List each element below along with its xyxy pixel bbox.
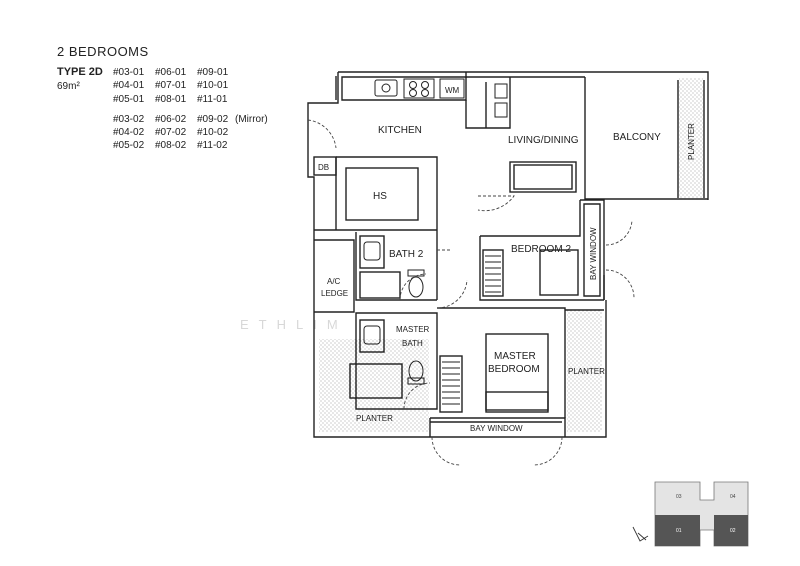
master-bed — [485, 333, 549, 413]
wardrobe-master — [439, 355, 463, 413]
washing-machine — [439, 78, 465, 99]
label-bath2: BATH 2 — [389, 249, 424, 260]
balcony-wall — [584, 77, 708, 200]
unit-row-mirror: #03-02#06-02#09-02(Mirror) — [113, 113, 268, 125]
label-ac-ledge-1: A/C — [327, 277, 341, 286]
unit-row: #05-01#08-01#11-01 — [113, 93, 228, 105]
key-plan-label-03: 03 — [676, 494, 682, 500]
planter-right-fill — [567, 310, 602, 432]
wall-top — [338, 71, 709, 200]
door-swing-entrance — [307, 119, 337, 149]
unit-row-mirror: #05-02#08-02#11-02 — [113, 140, 228, 152]
unit-row: #04-01#07-01#10-01 — [113, 80, 229, 92]
key-plan-label-02: 02 — [730, 528, 736, 534]
planter-bottom-fill — [319, 339, 429, 432]
unit-row: #03-01#06-01#09-01 — [113, 67, 229, 78]
label-kitchen: KITCHEN — [378, 125, 422, 136]
label-db: DB — [318, 163, 329, 172]
key-plan-label-01: 01 — [676, 528, 682, 534]
north-arrow-icon — [632, 526, 649, 542]
label-hs: HS — [373, 191, 387, 202]
watermark: ETHLIM — [240, 317, 348, 332]
mirror-label: (Mirror) — [235, 113, 268, 125]
wardrobe-bed2 — [539, 249, 579, 296]
label-wm: WM — [445, 86, 460, 95]
label-master-bedroom-2: BEDROOM — [488, 364, 540, 375]
label-master-bedroom-1: MASTER — [494, 351, 536, 362]
key-plan: 03 04 01 02 — [632, 481, 749, 547]
label-master-bath-2: BATH — [402, 339, 423, 348]
unit-number-list: #03-01#06-01#09-01 #04-01#07-01#10-01 #0… — [113, 66, 268, 153]
wardrobe-bed2-left — [482, 249, 504, 297]
unit-row-mirror: #04-02#07-02#10-02 — [113, 127, 229, 139]
hs-inner — [345, 167, 419, 221]
label-planter-bottom: PLANTER — [356, 414, 393, 423]
label-living-dining: LIVING/DINING — [508, 135, 579, 146]
label-ac-ledge-2: LEDGE — [321, 289, 348, 298]
label-bay-window-bottom: BAY WINDOW — [470, 424, 523, 433]
kitchen-sink — [374, 79, 398, 97]
label-master-bath-1: MASTER — [396, 325, 430, 334]
unit-type-name: TYPE 2D — [57, 66, 103, 78]
wall-outer-left-bottom — [307, 72, 607, 438]
sofa — [509, 161, 577, 193]
hob — [403, 78, 435, 99]
toilet-master-bath — [408, 360, 424, 382]
sink-bath2 — [359, 235, 385, 269]
key-plan-label-04: 04 — [730, 494, 736, 500]
toilet-bath2 — [408, 276, 424, 298]
label-planter-balcony: PLANTER — [687, 123, 696, 160]
label-balcony: BALCONY — [613, 132, 661, 143]
planter-balcony-fill — [679, 78, 703, 199]
label-bay-window-side: BAY WINDOW — [589, 227, 598, 280]
label-bedroom2: BEDROOM 2 — [511, 244, 571, 255]
page-title: 2 BEDROOMS — [57, 44, 149, 59]
unit-area: 69m² — [57, 81, 80, 92]
sink-master-bath — [359, 319, 385, 353]
label-planter-right: PLANTER — [568, 367, 605, 376]
